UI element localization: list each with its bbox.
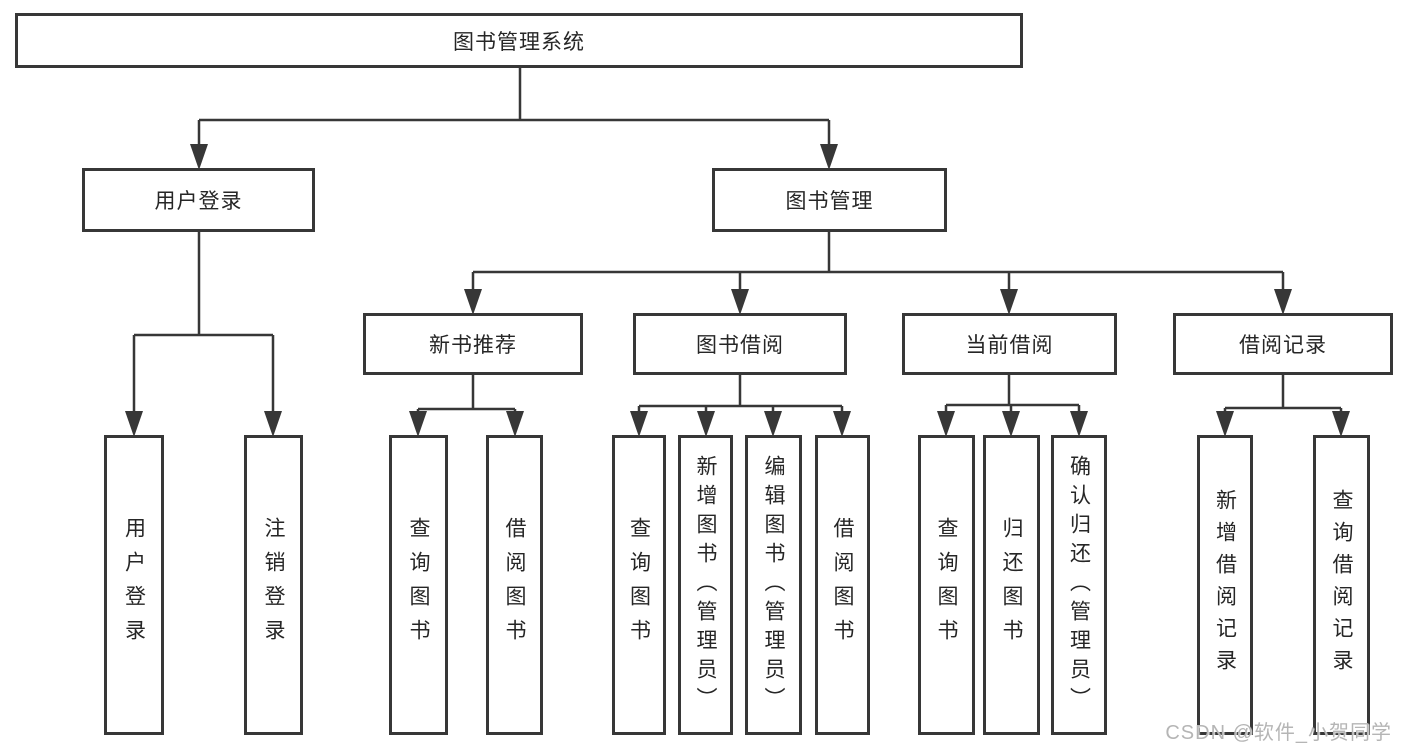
leaf-currentborrow-confirm: 确认归还（管理员） <box>1051 435 1107 735</box>
node-book-mgmt-label: 图书管理 <box>785 190 874 213</box>
wire-bookborrow-to-leaves <box>637 375 844 412</box>
arrow-down-icon <box>820 144 838 170</box>
arrow-down-icon <box>1000 289 1018 315</box>
csdn-watermark: CSDN @软件_小贺同学 <box>1165 722 1392 744</box>
arrow-down-icon <box>264 411 282 437</box>
arrow-down-icon <box>506 411 524 437</box>
node-current-borrow-label: 当前借阅 <box>965 334 1054 357</box>
arrow-down-icon <box>190 144 208 170</box>
leaf-borrowrecord-add-label: 新增借阅记录 <box>1213 489 1237 681</box>
arrow-down-icon <box>464 289 482 315</box>
leaf-bookborrow-borrow-label: 借阅图书 <box>831 517 854 653</box>
leaf-newbookrec-query-label: 查询图书 <box>407 517 430 653</box>
arrow-down-icon <box>937 411 955 437</box>
arrow-down-icon <box>697 411 715 437</box>
wire-bookmgmt-to-level3 <box>471 232 1285 290</box>
leaf-bookborrow-borrow: 借阅图书 <box>815 435 870 735</box>
leaf-newbookrec-borrow: 借阅图书 <box>486 435 543 735</box>
arrow-down-icon <box>833 411 851 437</box>
node-borrow-record: 借阅记录 <box>1173 313 1393 375</box>
leaf-bookborrow-query: 查询图书 <box>612 435 666 735</box>
arrow-down-icon <box>764 411 782 437</box>
arrow-down-icon <box>409 411 427 437</box>
leaf-logout: 注销登录 <box>244 435 303 735</box>
arrow-down-icon <box>1070 411 1088 437</box>
arrow-down-icon <box>1002 411 1020 437</box>
leaf-borrowrecord-add: 新增借阅记录 <box>1197 435 1253 735</box>
node-book-borrow-label: 图书借阅 <box>696 334 784 357</box>
arrow-down-icon <box>125 411 143 437</box>
arrow-down-icon <box>1216 411 1234 437</box>
node-current-borrow: 当前借阅 <box>902 313 1117 375</box>
arrow-down-icon <box>1274 289 1292 315</box>
leaf-borrowrecord-query-label: 查询借阅记录 <box>1330 489 1353 681</box>
leaf-newbookrec-borrow-label: 借阅图书 <box>503 517 526 653</box>
leaf-user-login: 用户登录 <box>104 435 164 735</box>
leaf-currentborrow-query-label: 查询图书 <box>935 517 958 653</box>
arrowheads <box>125 144 1350 437</box>
node-borrow-record-label: 借阅记录 <box>1239 334 1327 357</box>
node-new-book-rec: 新书推荐 <box>363 313 583 375</box>
node-user-login-label: 用户登录 <box>154 190 243 213</box>
leaf-bookborrow-edit-label: 编辑图书（管理员） <box>762 454 785 716</box>
wire-root-to-level2 <box>197 68 831 145</box>
leaf-bookborrow-edit: 编辑图书（管理员） <box>745 435 802 735</box>
wire-currentborrow-to-leaves <box>944 375 1081 412</box>
wire-borrowrecord-to-leaves <box>1223 375 1343 412</box>
leaf-currentborrow-return: 归还图书 <box>983 435 1040 735</box>
arrow-down-icon <box>630 411 648 437</box>
arrow-down-icon <box>1332 411 1350 437</box>
node-root: 图书管理系统 <box>15 13 1023 68</box>
node-user-login: 用户登录 <box>82 168 315 232</box>
leaf-user-login-label: 用户登录 <box>122 517 146 653</box>
node-book-mgmt: 图书管理 <box>712 168 947 232</box>
leaf-currentborrow-query: 查询图书 <box>918 435 975 735</box>
leaf-currentborrow-return-label: 归还图书 <box>1000 517 1023 653</box>
arrow-down-icon <box>731 289 749 315</box>
node-book-borrow: 图书借阅 <box>633 313 847 375</box>
leaf-bookborrow-add: 新增图书（管理员） <box>678 435 733 735</box>
leaf-logout-label: 注销登录 <box>262 517 285 653</box>
node-root-label: 图书管理系统 <box>453 30 585 54</box>
leaf-currentborrow-confirm-label: 确认归还（管理员） <box>1067 454 1091 716</box>
wire-userlogin-to-leaves <box>132 232 275 412</box>
wire-newbookrec-to-leaves <box>416 375 517 412</box>
leaf-bookborrow-add-label: 新增图书（管理员） <box>694 454 717 716</box>
leaf-borrowrecord-query: 查询借阅记录 <box>1313 435 1370 735</box>
leaf-newbookrec-query: 查询图书 <box>389 435 448 735</box>
node-new-book-rec-label: 新书推荐 <box>429 334 517 357</box>
leaf-bookborrow-query-label: 查询图书 <box>627 517 651 653</box>
